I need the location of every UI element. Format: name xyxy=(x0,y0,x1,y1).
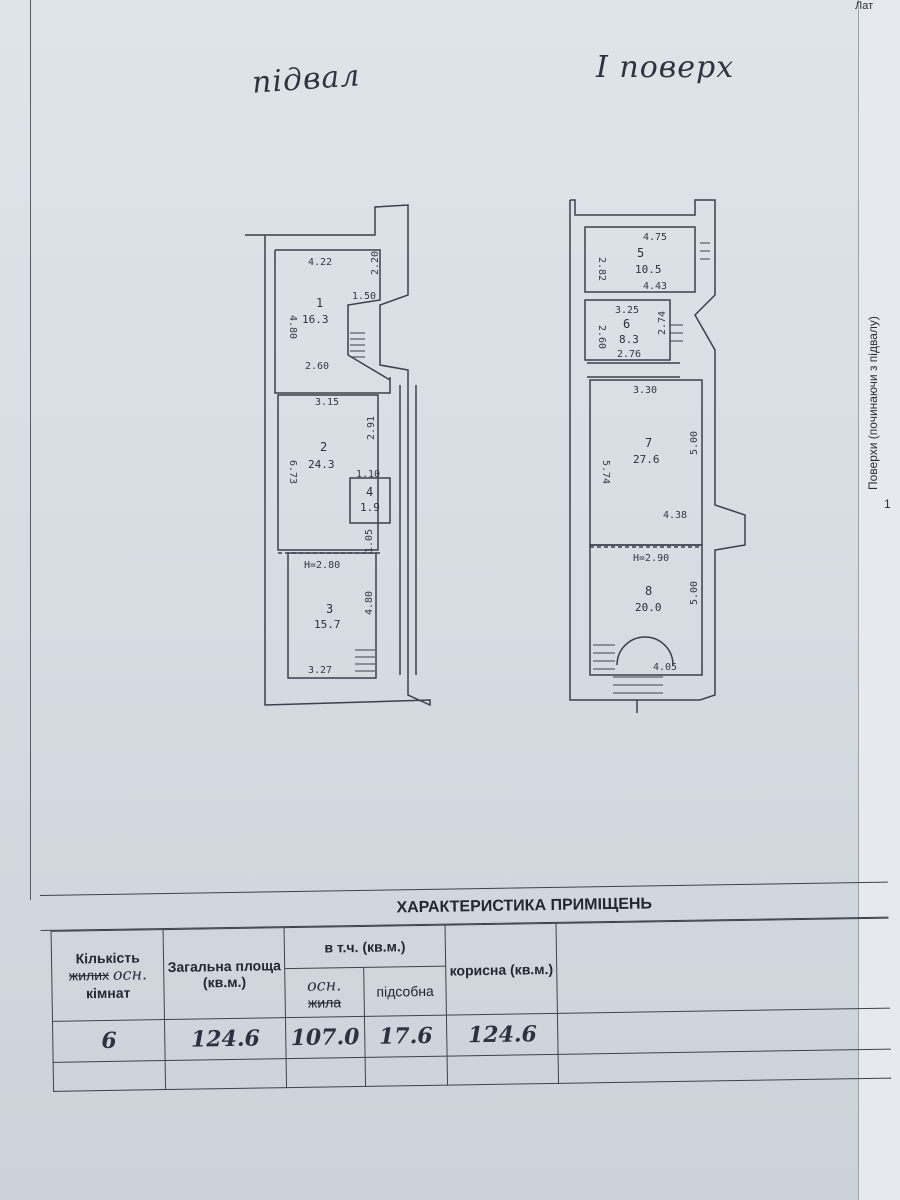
basement-dim: 1.50 xyxy=(352,291,376,302)
first-dim: 2.74 xyxy=(657,311,668,335)
basement-dim: 2.60 xyxy=(305,361,329,372)
first-dim: 3.30 xyxy=(633,385,657,396)
first-dim: 4.38 xyxy=(663,510,687,521)
header-main: осн. жила xyxy=(284,967,365,1018)
cell-empty xyxy=(557,1008,891,1055)
basement-dim: 2.20 xyxy=(370,251,381,275)
room-number: 3 xyxy=(326,602,333,616)
first-dim: 5.00 xyxy=(689,581,700,605)
cell-main: 107.0 xyxy=(285,1016,365,1059)
first-dim: 2.60 xyxy=(596,325,607,349)
basement-plan-drawing: 4.22 2.20 4.80 1.50 2.60 3.15 2.91 6.73 … xyxy=(245,204,431,707)
side-sheet-corner-text: Лат xyxy=(855,0,874,12)
room-area: 15.7 xyxy=(314,618,341,631)
cell-blank xyxy=(557,1049,891,1084)
cell-blank xyxy=(364,1056,448,1087)
basement-dim: 4.80 xyxy=(364,591,375,615)
room-number: 4 xyxy=(366,485,373,499)
basement-dim: 3.27 xyxy=(308,665,332,676)
room-number: 6 xyxy=(623,317,630,331)
first-dim: 3.25 xyxy=(615,305,639,316)
basement-dim: 6.73 xyxy=(287,460,298,484)
room-area: 27.6 xyxy=(633,453,660,466)
header-auxiliary: підсобна xyxy=(363,966,447,1017)
cell-blank xyxy=(165,1058,287,1090)
adjacent-sheet xyxy=(858,0,900,1200)
basement-dim: 2.91 xyxy=(366,416,377,440)
basement-dim: 3.15 xyxy=(315,397,339,408)
header-including: в т.ч. (кв.м.) xyxy=(283,925,447,969)
header-total-area: Загальна площа (кв.м.) xyxy=(163,927,286,1020)
basement-dim: H=2.80 xyxy=(304,560,340,571)
room-number: 5 xyxy=(637,246,644,260)
first-dim: 4.05 xyxy=(653,662,677,673)
first-floor-label: I поверх xyxy=(596,50,735,85)
room-area: 8.3 xyxy=(619,333,639,346)
header-empty xyxy=(555,918,890,1014)
room-number: 8 xyxy=(645,584,652,598)
first-dim: 4.75 xyxy=(643,232,667,243)
first-dim: 5.74 xyxy=(600,460,611,484)
room-area: 10.5 xyxy=(635,263,662,276)
basement-dim: 4.80 xyxy=(287,315,298,339)
header-rooms-count: Кількість жилих осн. кімнат xyxy=(51,929,165,1022)
first-floor-plan: 4.75 2.82 4.43 3.25 2.60 2.74 2.76 3.30 … xyxy=(555,185,755,720)
room-number: 2 xyxy=(320,440,327,454)
first-floor-plan-drawing: 4.75 2.82 4.43 3.25 2.60 2.74 2.76 3.30 … xyxy=(569,199,746,713)
cell-auxiliary: 17.6 xyxy=(364,1015,448,1058)
first-dim: H=2.90 xyxy=(633,553,669,564)
cell-blank xyxy=(53,1060,166,1092)
cell-rooms: 6 xyxy=(52,1019,166,1063)
side-sheet-heading: Поверхи (починаючи з підвалу) xyxy=(866,316,880,490)
room-area: 20.0 xyxy=(635,601,662,614)
room-area: 16.3 xyxy=(302,313,329,326)
room-number: 1 xyxy=(316,296,323,310)
room-area: 1.9 xyxy=(360,501,380,514)
cell-total: 124.6 xyxy=(164,1017,286,1061)
first-dim: 2.76 xyxy=(617,349,641,360)
first-dim: 2.82 xyxy=(596,257,607,281)
header-useful-area: корисна (кв.м.) xyxy=(445,923,558,1016)
frame-border xyxy=(30,0,31,900)
basement-dim: 1.05 xyxy=(364,529,375,553)
first-dim: 5.00 xyxy=(689,431,700,455)
first-dim: 4.43 xyxy=(643,281,667,292)
room-characteristics-table: Кількість жилих осн. кімнат Загальна пло… xyxy=(51,918,891,1092)
cell-useful: 124.6 xyxy=(446,1013,558,1057)
room-characteristics-section: ХАРАКТЕРИСТИКА ПРИМІЩЕНЬ Кількість жилих… xyxy=(40,881,891,1095)
cell-blank xyxy=(447,1054,559,1086)
basement-dim: 4.22 xyxy=(308,257,332,268)
cell-blank xyxy=(285,1057,366,1088)
basement-dim: 1.10 xyxy=(356,469,380,480)
basement-floor-plan: 4.22 2.20 4.80 1.50 2.60 3.15 2.91 6.73 … xyxy=(230,195,450,720)
side-sheet-row-number: 1 xyxy=(884,497,891,511)
room-number: 7 xyxy=(645,436,652,450)
room-area: 24.3 xyxy=(308,458,335,471)
